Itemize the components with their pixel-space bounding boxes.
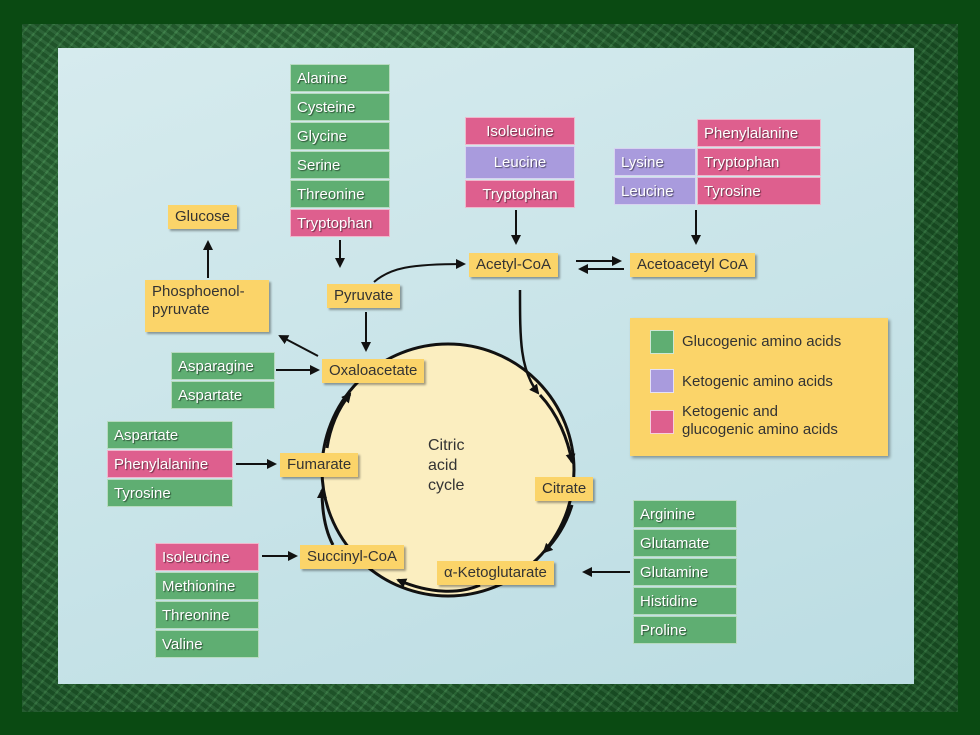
- metabolite-alpha-ketoglutarate: α-Ketoglutarate: [437, 561, 554, 585]
- metabolite-citrate: Citrate: [535, 477, 594, 501]
- cycle-line2: acid: [428, 457, 458, 474]
- aa-lysine: Lysine: [614, 148, 696, 176]
- aa-threonine: Threonine: [155, 601, 259, 629]
- aa-isoleucine: Isoleucine: [465, 117, 575, 145]
- aa-glutamine: Glutamine: [633, 558, 737, 586]
- aa-isoleucine: Isoleucine: [155, 543, 259, 571]
- legend-glucogenic-label: Glucogenic amino acids: [682, 333, 842, 350]
- aa-phenylalanine: Phenylalanine: [107, 450, 233, 478]
- cycle-arrow-succinyl-fumarate: [317, 488, 335, 546]
- aa-serine: Serine: [290, 151, 390, 179]
- aa-alanine: Alanine: [290, 64, 390, 92]
- aa-tryptophan: Tryptophan: [290, 209, 390, 237]
- arrow-oaa-pep: [278, 335, 319, 357]
- aa-cysteine: Cysteine: [290, 93, 390, 121]
- legend-swatch-ketogenic: [650, 369, 674, 393]
- legend-both-label: Ketogenic and glucogenic amino acids: [682, 403, 838, 439]
- citric-acid-cycle-label: Citric acid cycle: [428, 436, 464, 496]
- aa-methionine: Methionine: [155, 572, 259, 600]
- aa-tryptophan: Tryptophan: [465, 180, 575, 208]
- aa-tryptophan: Tryptophan: [697, 148, 821, 176]
- metabolite-glucose: Glucose: [168, 205, 238, 229]
- cycle-line1: Citric: [428, 437, 465, 454]
- aa-asparagine: Asparagine: [171, 352, 275, 380]
- pep-line2: pyruvate: [152, 301, 210, 318]
- aa-arginine: Arginine: [633, 500, 737, 528]
- pep-line1: Phosphoenol-: [152, 283, 245, 300]
- aa-aspartate: Aspartate: [107, 421, 233, 449]
- aa-proline: Proline: [633, 616, 737, 644]
- aa-leucine: Leucine: [465, 146, 575, 179]
- aa-phenylalanine: Phenylalanine: [697, 119, 821, 147]
- arrow-pyruvate-acetyl: [373, 259, 466, 283]
- metabolite-fumarate: Fumarate: [280, 453, 359, 477]
- legend-both-line2: glucogenic amino acids: [682, 421, 838, 438]
- metabolite-acetyl-coa: Acetyl-CoA: [469, 253, 559, 277]
- aa-threonine: Threonine: [290, 180, 390, 208]
- legend-swatch-both: [650, 410, 674, 434]
- legend-ketogenic-label: Ketogenic amino acids: [682, 373, 833, 390]
- legend-swatch-glucogenic: [650, 330, 674, 354]
- cycle-arrow-oaa-citrate: [518, 289, 540, 395]
- metabolite-oxaloacetate: Oxaloacetate: [322, 359, 425, 383]
- aa-histidine: Histidine: [633, 587, 737, 615]
- metabolite-phosphoenolpyruvate: Phosphoenol- pyruvate: [145, 280, 269, 332]
- aa-glycine: Glycine: [290, 122, 390, 150]
- legend-both-line1: Ketogenic and: [682, 403, 778, 420]
- cycle-arrow-akg-succinyl: [396, 578, 481, 593]
- aa-glutamate: Glutamate: [633, 529, 737, 557]
- aa-valine: Valine: [155, 630, 259, 658]
- aa-aspartate: Aspartate: [171, 381, 275, 409]
- aa-tyrosine: Tyrosine: [107, 479, 233, 507]
- cycle-arrow-citrate-akg: [542, 504, 574, 554]
- aa-leucine: Leucine: [614, 177, 696, 205]
- legend: Glucogenic amino acids Ketogenic amino a…: [630, 318, 888, 456]
- aa-tyrosine: Tyrosine: [697, 177, 821, 205]
- cycle-line3: cycle: [428, 477, 465, 494]
- metabolite-pyruvate: Pyruvate: [327, 284, 401, 308]
- cycle-arrow-to-citrate: [538, 393, 576, 464]
- metabolite-succinyl-coa: Succinyl-CoA: [300, 545, 405, 569]
- metabolite-acetoacetyl-coa: Acetoacetyl CoA: [630, 253, 755, 277]
- cycle-arrow-fumarate-oaa: [325, 392, 352, 449]
